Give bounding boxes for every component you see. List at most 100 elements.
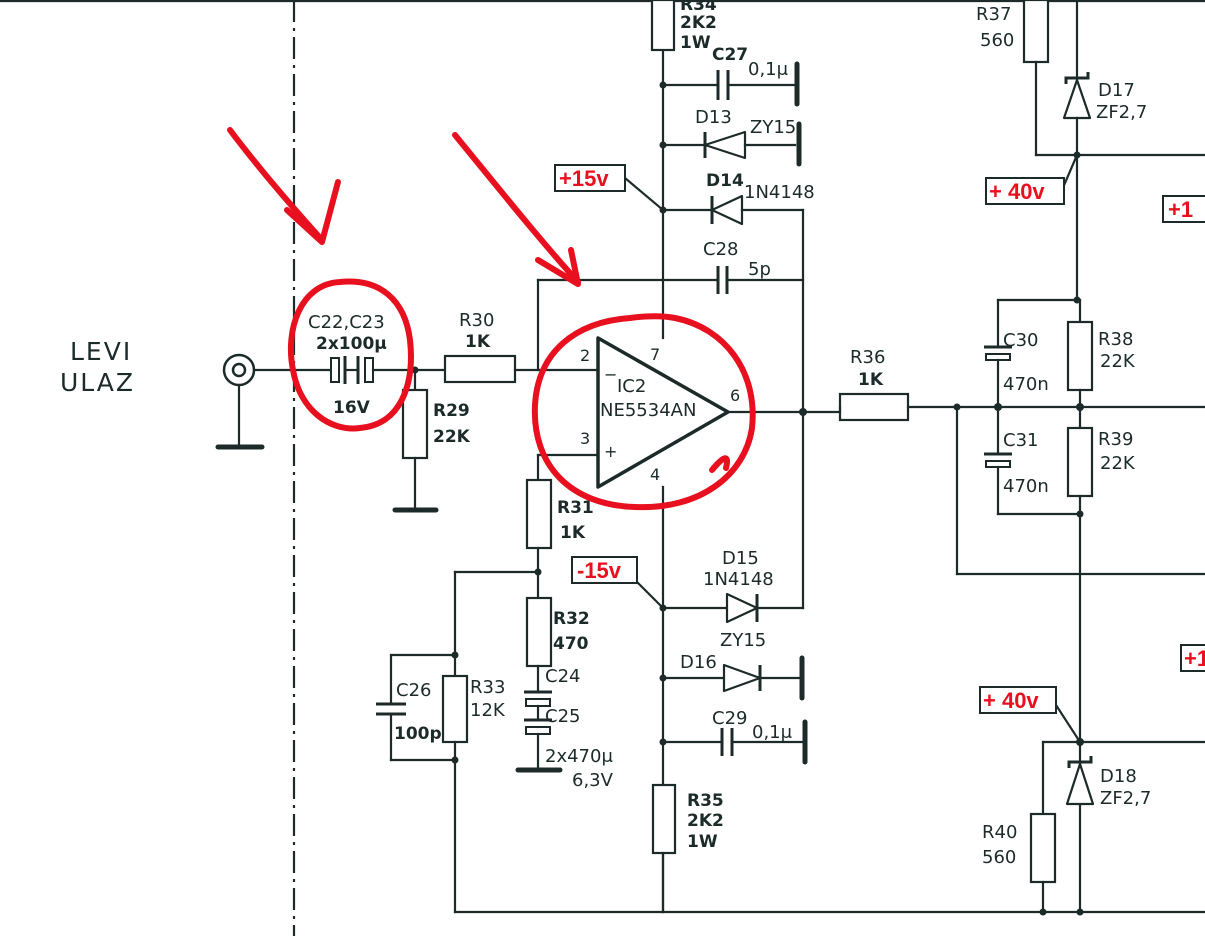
r33-ref: R33 <box>470 677 505 698</box>
resistor-r29: R29 22K <box>392 366 471 513</box>
c30-value: 470n <box>1003 374 1049 395</box>
r40-value: 560 <box>982 847 1016 868</box>
d18-ref: D18 <box>1100 766 1137 787</box>
capacitor-c27: C27 0,1μ <box>659 45 800 107</box>
capacitor-c31: C31 470n <box>984 405 1082 516</box>
c27-value: 0,1μ <box>748 59 789 80</box>
rail-clipped-bottom-label: +1 <box>1184 646 1205 671</box>
annotation-circle-tail <box>709 455 730 473</box>
rail-pos40-bottom: + 40v <box>979 686 1082 744</box>
r35-value: 2K2 <box>687 811 724 831</box>
rail-pos15-label: +15v <box>559 166 609 191</box>
r36-value: 1K <box>858 370 884 390</box>
r35-power: 1W <box>687 832 718 852</box>
ic2-ref: IC2 <box>617 376 646 397</box>
r40-ref: R40 <box>982 822 1017 843</box>
d15-part: 1N4148 <box>703 569 774 590</box>
rail-neg15: -15v <box>571 556 665 610</box>
resistor-r34: R34 2K2 1W <box>650 0 717 53</box>
r32-value: 470 <box>553 634 589 654</box>
zy15-lower-part: ZY15 <box>720 630 766 651</box>
annotation-arrow-left <box>227 127 325 243</box>
r36-ref: R36 <box>850 347 885 368</box>
resistor-r33: R33 12K <box>441 570 540 914</box>
capacitor-c22-c23: C22,C23 2x100μ 16V <box>308 312 447 418</box>
rail-clipped-bottom: +1 <box>1180 644 1205 672</box>
zener-d17: D17 ZF2,7 <box>1062 0 1147 302</box>
capacitor-c24-c25: C24 C25 2x470μ 6,3V <box>515 666 614 791</box>
zener-d18: D18 ZF2,7 <box>1065 738 1205 916</box>
r29-value: 22K <box>433 427 471 447</box>
c29-value: 0,1μ <box>752 722 793 743</box>
d14-ref: D14 <box>706 171 744 191</box>
c28-value: 5p <box>748 259 771 280</box>
c24-c25-voltage: 6,3V <box>572 770 614 791</box>
resistor-r40: R40 560 <box>982 740 1082 916</box>
ic2-part: NE5534AN <box>600 400 696 421</box>
rail-pos40-top: + 40v <box>985 153 1079 205</box>
r31-value: 1K <box>560 523 586 543</box>
c22-c23-voltage: 16V <box>333 398 371 418</box>
c25-ref: C25 <box>545 706 580 727</box>
r31-ref: R31 <box>557 498 594 518</box>
r33-value: 12K <box>470 700 506 721</box>
r34-value: 2K2 <box>680 13 717 33</box>
rail-clipped-top: +1 <box>1162 195 1205 223</box>
c31-ref: C31 <box>1003 430 1038 451</box>
capacitor-c26: C26 100p <box>376 653 457 762</box>
annotation-arrowhead-right <box>535 247 581 287</box>
c24-ref: C24 <box>545 666 580 687</box>
d17-ref: D17 <box>1098 80 1135 101</box>
diode-d16: D16 <box>659 652 805 701</box>
r35-ref: R35 <box>687 791 724 811</box>
diode-d15: D15 1N4148 ZY15 <box>659 548 805 651</box>
ic2-pin2: 2 <box>580 346 590 365</box>
c28-ref: C28 <box>703 239 738 260</box>
red-annotations <box>227 127 756 511</box>
ic2-pin6: 6 <box>730 386 740 405</box>
annotation-arrowhead-left <box>284 179 341 245</box>
r34-ref: R34 <box>680 0 717 15</box>
ic2-pin7: 7 <box>650 345 660 364</box>
d13-ref: D13 <box>695 107 732 128</box>
resistor-r35: R35 2K2 1W <box>651 783 724 855</box>
r34-power: 1W <box>680 33 711 53</box>
capacitor-c29: C29 0,1μ <box>659 708 808 765</box>
diode-d13: D13 ZY15 <box>659 107 802 167</box>
ic2-plus: + <box>604 442 617 461</box>
ic2-pin4: 4 <box>650 465 660 484</box>
c22-c23-value: 2x100μ <box>316 334 387 354</box>
annotation-circle-opamp <box>531 313 756 511</box>
rail-neg15-label: -15v <box>577 558 622 583</box>
rail-pos40-bottom-label: + 40v <box>983 688 1039 713</box>
c29-ref: C29 <box>712 708 747 729</box>
input-label: LEVI ULAZ <box>60 337 135 397</box>
input-label-line1: LEVI <box>70 337 132 366</box>
resistor-r38: R38 22K <box>1066 296 1136 409</box>
r30-ref: R30 <box>459 310 494 331</box>
r32-ref: R32 <box>553 609 590 629</box>
d17-part: ZF2,7 <box>1096 102 1147 123</box>
input-label-line2: ULAZ <box>60 368 135 397</box>
c26-value: 100p <box>394 724 442 744</box>
c22-c23-ref: C22,C23 <box>308 312 385 333</box>
d15-ref: D15 <box>722 548 759 569</box>
annotation-circle-caps <box>287 278 414 432</box>
capacitor-c30: C30 470n <box>984 298 1082 409</box>
c30-ref: C30 <box>1003 330 1038 351</box>
d16-ref: D16 <box>680 652 717 673</box>
r39-ref: R39 <box>1098 429 1133 450</box>
r30-value: 1K <box>465 332 491 352</box>
rail-pos15: +15v <box>554 164 665 212</box>
ic2-minus: − <box>604 365 617 384</box>
d13-part: ZY15 <box>750 117 796 138</box>
annotation-arrow-right <box>452 132 581 285</box>
resistor-r37: R37 560 <box>976 0 1205 157</box>
d18-part: ZF2,7 <box>1100 788 1151 809</box>
resistor-r31: R31 1K <box>525 453 594 600</box>
input-jack[interactable] <box>215 353 265 450</box>
r38-ref: R38 <box>1098 329 1133 350</box>
r37-ref: R37 <box>976 4 1011 25</box>
